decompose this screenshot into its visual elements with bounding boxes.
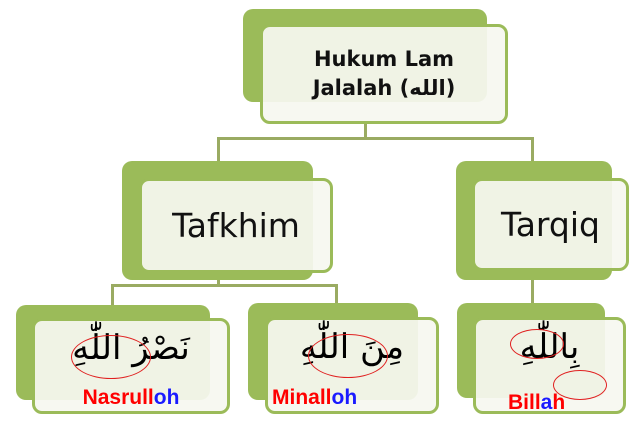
connector-to-tarqiq — [531, 137, 534, 163]
highlight-ellipse — [553, 370, 607, 400]
tarqiq-label: Tarqiq — [501, 205, 600, 244]
root-title-line2: Jalalah (الله) — [312, 76, 456, 100]
connector-tarqiq-down — [531, 270, 534, 306]
root-title-line1: Hukum Lam — [313, 47, 455, 71]
connector-to-nasrulloh — [111, 284, 114, 306]
minalloh-transliteration: Minalloh — [272, 386, 358, 409]
nasrulloh-transliteration: Nasrulloh — [82, 386, 180, 409]
highlight-ellipse — [510, 329, 564, 359]
highlight-ellipse — [308, 334, 388, 378]
root-node: Hukum Lam Jalalah (الله) — [260, 24, 508, 124]
minalloh-node: مِنَ اللّٰهِ Minalloh — [265, 317, 439, 414]
tafkhim-node: Tafkhim — [139, 178, 333, 273]
connector-to-minalloh — [335, 284, 338, 306]
tarqiq-node: Tarqiq — [472, 178, 629, 271]
connector-root-down — [364, 122, 367, 139]
connector-to-tafkhim — [217, 137, 220, 163]
billah-node: بِاللّٰهِ Billah — [473, 317, 626, 414]
tafkhim-label: Tafkhim — [172, 206, 300, 245]
connector-level2-horizontal — [111, 284, 338, 287]
nasrulloh-node: نَصْرُ اللّٰهِ Nasrulloh — [32, 318, 230, 414]
billah-transliteration: Billah — [508, 391, 566, 414]
connector-level1-horizontal — [217, 137, 534, 140]
highlight-ellipse — [71, 335, 151, 379]
